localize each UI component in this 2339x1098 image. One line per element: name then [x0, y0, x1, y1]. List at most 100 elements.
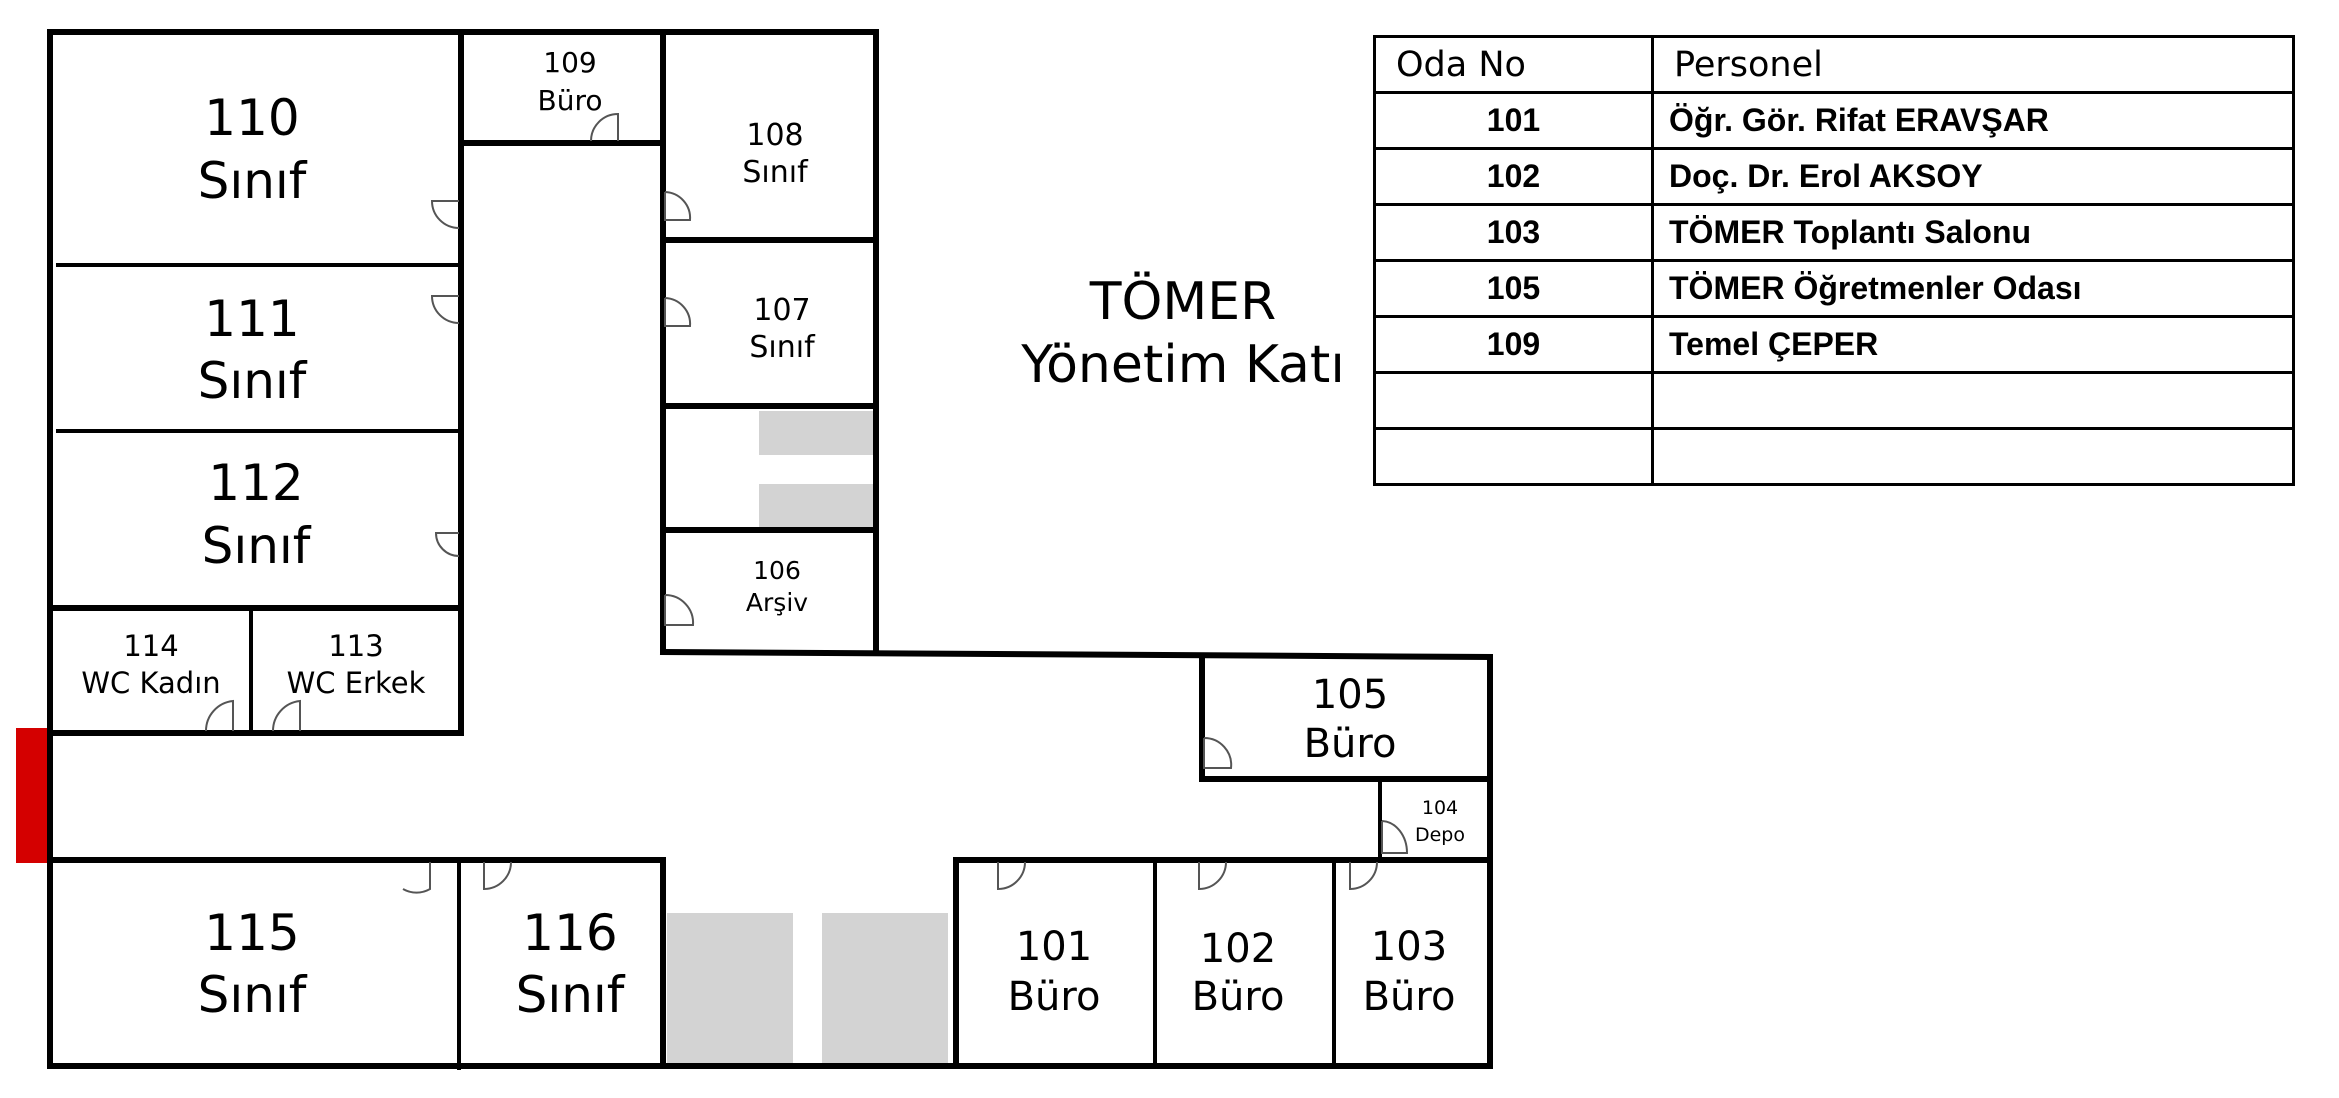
cell-room-no — [1373, 427, 1654, 486]
doors — [204, 112, 1409, 894]
left-block-walls — [53, 29, 464, 736]
room-number: 115 — [204, 904, 299, 962]
room-112: 112 Sınıf — [202, 454, 312, 575]
door-104 — [1381, 820, 1409, 854]
room-number: 101 — [1016, 924, 1092, 970]
room-number: 107 — [753, 293, 810, 328]
room-type: Sınıf — [742, 155, 809, 190]
cell-room-no — [1373, 371, 1654, 430]
door-102 — [1198, 861, 1227, 891]
room-number: 106 — [753, 556, 801, 585]
room-108: 108 Sınıf — [742, 118, 809, 190]
room-number: 105 — [1312, 672, 1388, 718]
room-number: 112 — [208, 454, 303, 512]
door-114 — [204, 699, 234, 732]
cell-staff: Öğr. Gör. Rifat ERAVŞAR — [1651, 91, 2295, 150]
stairs-bottom-right — [822, 913, 948, 1063]
door-107 — [664, 297, 692, 327]
door-111 — [430, 295, 460, 324]
room-type: Depo — [1415, 824, 1465, 846]
room-type: Sınıf — [198, 966, 308, 1024]
cell-staff: TÖMER Toplantı Salonu — [1651, 203, 2295, 262]
plan-title-line1: TÖMER — [1089, 271, 1277, 332]
room-type: Sınıf — [516, 966, 626, 1024]
table-row — [1373, 371, 2295, 430]
room-type: Büro — [1304, 721, 1397, 767]
door-108 — [664, 191, 692, 221]
table-row: 101 Öğr. Gör. Rifat ERAVŞAR — [1373, 91, 2295, 150]
central-walls — [458, 29, 879, 655]
floor-plan: 110 Sınıf 111 Sınıf 112 Sınıf 114 WC Kad… — [16, 29, 1494, 1070]
room-type: Arşiv — [746, 588, 808, 617]
door-116 — [483, 861, 512, 891]
room-106: 106 Arşiv — [746, 556, 808, 617]
door-106 — [664, 593, 695, 626]
cell-staff — [1651, 371, 2295, 430]
header-room-no: Oda No — [1373, 35, 1654, 94]
cell-room-no: 103 — [1373, 203, 1654, 262]
cell-staff: Temel ÇEPER — [1651, 315, 2295, 374]
room-type: WC Erkek — [287, 666, 426, 700]
room-110: 110 Sınıf — [198, 89, 308, 210]
room-number: 113 — [328, 629, 383, 663]
room-113: 113 WC Erkek — [287, 629, 426, 700]
room-115: 115 Sınıf — [198, 904, 308, 1024]
table-row: 103 TÖMER Toplantı Salonu — [1373, 203, 2295, 262]
room-type: Büro — [1008, 974, 1101, 1020]
room-101: 101 Büro — [1008, 924, 1101, 1020]
door-113 — [271, 699, 301, 732]
door-103 — [1349, 861, 1378, 891]
room-number: 110 — [204, 89, 299, 147]
room-number: 114 — [123, 629, 178, 663]
stairs-bottom-left — [667, 913, 793, 1063]
cell-room-no: 109 — [1373, 315, 1654, 374]
cell-room-no: 101 — [1373, 91, 1654, 150]
room-type: WC Kadın — [81, 666, 220, 700]
room-staff-table: Oda No Personel 101 Öğr. Gör. Rifat ERAV… — [1373, 35, 2295, 486]
room-number: 104 — [1422, 797, 1458, 819]
room-107: 107 Sınıf — [749, 293, 816, 365]
room-109: 109 Büro — [538, 46, 603, 117]
room-number: 111 — [204, 290, 299, 348]
room-type: Sınıf — [198, 152, 308, 210]
room-type: Büro — [1363, 974, 1456, 1020]
stairs-upper — [759, 411, 873, 455]
room-number: 103 — [1371, 924, 1447, 970]
room-114: 114 WC Kadın — [81, 629, 220, 700]
door-110 — [430, 200, 460, 229]
room-type: Büro — [1192, 974, 1285, 1020]
door-105 — [1203, 736, 1233, 769]
right-block-walls — [953, 654, 1493, 1069]
room-type: Sınıf — [202, 517, 312, 575]
room-number: 109 — [543, 46, 596, 79]
plan-title-line2: Yönetim Katı — [1020, 335, 1345, 395]
cell-staff — [1651, 427, 2295, 486]
table-row: 109 Temel ÇEPER — [1373, 315, 2295, 374]
door-101 — [997, 861, 1026, 891]
room-type: Sınıf — [749, 330, 816, 365]
table-row: 105 TÖMER Öğretmenler Odası — [1373, 259, 2295, 318]
room-105: 105 Büro — [1304, 672, 1397, 767]
header-staff: Personel — [1651, 35, 2295, 94]
room-number: 116 — [522, 904, 617, 962]
room-type: Sınıf — [198, 352, 308, 410]
bottom-left-walls — [53, 857, 666, 1070]
room-116: 116 Sınıf — [516, 904, 626, 1024]
room-102: 102 Büro — [1192, 926, 1285, 1020]
door-115 — [402, 862, 431, 894]
cell-staff: Doç. Dr. Erol AKSOY — [1651, 147, 2295, 206]
table-row — [1373, 427, 2295, 486]
exit-marker — [16, 728, 50, 863]
room-type: Büro — [538, 84, 603, 117]
stairs-lower — [759, 484, 873, 527]
table-row: 102 Doç. Dr. Erol AKSOY — [1373, 147, 2295, 206]
door-109 — [590, 112, 619, 142]
room-111: 111 Sınıf — [198, 290, 308, 410]
room-number: 108 — [746, 118, 803, 153]
table-header-row: Oda No Personel — [1373, 35, 2295, 94]
cell-room-no: 105 — [1373, 259, 1654, 318]
room-104: 104 Depo — [1415, 797, 1465, 846]
cell-room-no: 102 — [1373, 147, 1654, 206]
room-103: 103 Büro — [1363, 924, 1456, 1020]
room-number: 102 — [1200, 926, 1276, 972]
